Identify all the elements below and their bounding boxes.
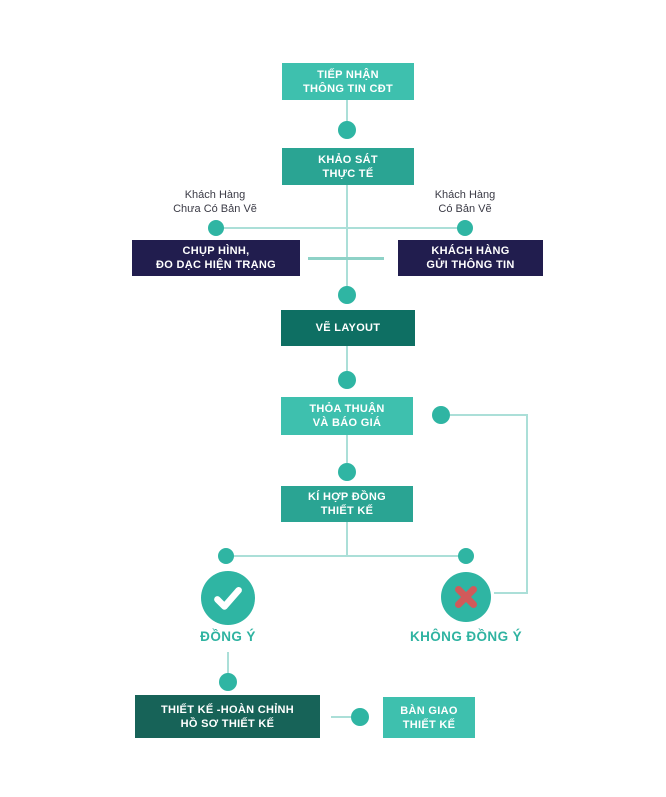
connector-design-to-handover <box>331 716 355 718</box>
node-customer-send-line1: KHÁCH HÀNG <box>431 245 510 257</box>
node-photo-measure-line2: ĐO DẠC HIỆN TRẠNG <box>156 259 276 271</box>
node-contract-line1: KÍ HỢP ĐỒNG <box>308 491 386 503</box>
branch-line-decision <box>226 555 466 557</box>
crossbar-between-navy-boxes <box>308 257 384 260</box>
node-draw-layout: VẼ LAYOUT <box>281 310 415 346</box>
label-branch-right-line2: Có Bản Vẽ <box>438 203 492 215</box>
connector-agreement-to-dot4 <box>346 435 348 463</box>
branch-line-top <box>216 227 465 229</box>
cross-icon <box>441 572 491 622</box>
node-survey-line1: KHẢO SÁT <box>318 153 378 166</box>
node-design-complete-line1: THIẾT KẾ -HOÀN CHỈNH <box>160 703 295 716</box>
dot-1 <box>338 121 356 139</box>
dot-6 <box>351 708 369 726</box>
connector-agree-to-dot5 <box>227 652 229 676</box>
node-survey: KHẢO SÁT THỰC TẾ <box>282 148 414 185</box>
dot-2 <box>338 286 356 304</box>
decision-dot-left <box>218 548 234 564</box>
node-contract-line2: THIẾT KẾ <box>320 505 374 517</box>
feedback-dot <box>432 406 450 424</box>
feedback-line-vertical <box>526 414 528 594</box>
label-branch-left-line2: Chưa Có Bản Vẽ <box>173 203 257 215</box>
label-branch-left: Khách Hàng Chưa Có Bản Vẽ <box>135 188 295 216</box>
label-branch-left-line1: Khách Hàng <box>184 189 246 201</box>
check-glyph <box>214 586 242 610</box>
branch-dot-left <box>208 220 224 236</box>
node-handover-line1: BÀN GIAO <box>400 704 458 717</box>
label-branch-right: Khách Hàng Có Bản Vẽ <box>385 188 545 216</box>
node-photo-measure: CHỤP HÌNH, ĐO DẠC HIỆN TRẠNG <box>132 240 300 276</box>
feedback-line-top <box>450 414 528 416</box>
branch-dot-right <box>457 220 473 236</box>
node-customer-send-line2: GỬI THÔNG TIN <box>426 259 515 271</box>
connector-receive-to-dot1 <box>346 100 348 124</box>
node-photo-measure-line1: CHỤP HÌNH, <box>182 245 250 257</box>
node-agreement: THỎA THUẬN VÀ BÁO GIÁ <box>281 397 413 435</box>
decision-dot-right <box>458 548 474 564</box>
connector-survey-to-dot2 <box>346 185 348 287</box>
node-agreement-line2: VÀ BÁO GIÁ <box>312 417 382 429</box>
node-receive-info-line1: TIẾP NHẬN <box>317 68 379 81</box>
node-receive-info: TIẾP NHẬN THÔNG TIN CĐT <box>282 63 414 100</box>
dot-5 <box>219 673 237 691</box>
node-receive-info-line2: THÔNG TIN CĐT <box>302 82 394 95</box>
node-handover-line2: THIẾT KẾ <box>402 718 456 731</box>
node-handover: BÀN GIAO THIẾT KẾ <box>383 697 475 738</box>
label-agree: ĐỒNG Ý <box>200 629 256 644</box>
label-disagree: KHÔNG ĐỒNG Ý <box>409 629 523 644</box>
connector-layout-to-dot3 <box>346 346 348 374</box>
node-customer-send: KHÁCH HÀNG GỬI THÔNG TIN <box>398 240 543 276</box>
label-branch-right-line1: Khách Hàng <box>434 189 496 201</box>
check-icon <box>201 571 255 625</box>
node-contract: KÍ HỢP ĐỒNG THIẾT KẾ <box>281 486 413 522</box>
node-agreement-line1: THỎA THUẬN <box>309 403 385 415</box>
cross-glyph <box>455 586 477 608</box>
feedback-line-bottom <box>494 592 528 594</box>
node-design-complete-line2: HỒ SƠ THIẾT KẾ <box>180 717 275 730</box>
node-design-complete: THIẾT KẾ -HOÀN CHỈNH HỒ SƠ THIẾT KẾ <box>135 695 320 738</box>
node-survey-line2: THỰC TẾ <box>322 167 374 180</box>
connector-contract-to-branch <box>346 522 348 556</box>
dot-3 <box>338 371 356 389</box>
node-draw-layout-line1: VẼ LAYOUT <box>315 322 381 334</box>
dot-4 <box>338 463 356 481</box>
